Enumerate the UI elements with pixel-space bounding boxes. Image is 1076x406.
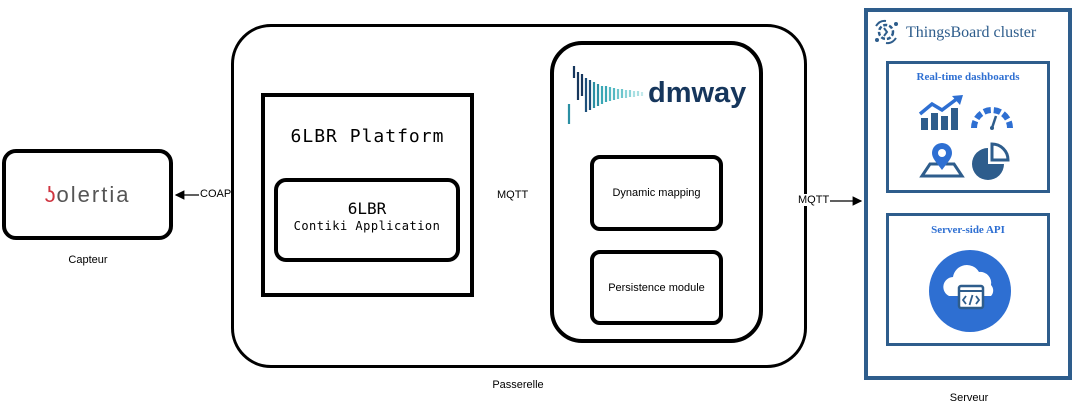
mqtt-label-gateway: MQTT xyxy=(496,189,530,201)
gauge-icon xyxy=(971,107,1013,130)
coap-label: COAP xyxy=(199,188,233,200)
map-pin-icon xyxy=(919,143,965,178)
persistence-module-box: Persistence module xyxy=(590,250,723,325)
cloud-code-icon xyxy=(929,250,1011,332)
gateway-caption: Passerelle xyxy=(492,379,544,391)
server-title: ThingsBoard cluster xyxy=(906,24,1037,41)
contiki-app-subtitle: Contiki Application xyxy=(293,219,441,233)
server-api-box xyxy=(886,213,1050,346)
thingsboard-logo-icon xyxy=(875,19,898,45)
bar-chart-trend-icon xyxy=(918,95,963,130)
server-api-title: Server-side API xyxy=(931,224,1005,236)
dashboards-title: Real-time dashboards xyxy=(916,71,1020,83)
platform-title: 6LBR Platform xyxy=(290,126,445,147)
contiki-app-box xyxy=(274,178,460,262)
dynamic-mapping-box: Dynamic mapping xyxy=(590,155,723,231)
pie-chart-icon xyxy=(972,142,1010,180)
zolertia-logo-mark: ʖ xyxy=(44,181,57,207)
dmway-logo: dmway xyxy=(566,60,756,130)
dmway-bars-icon xyxy=(567,66,644,124)
contiki-app-title: 6LBR xyxy=(347,199,387,218)
dashboards-box xyxy=(886,61,1050,193)
mqtt-label-server: MQTT xyxy=(797,194,831,206)
zolertia-logo-text: olertia xyxy=(56,181,131,207)
sensor-caption: Capteur xyxy=(68,254,108,266)
dmway-logo-text: dmway xyxy=(648,77,747,109)
server-caption: Serveur xyxy=(949,392,989,404)
